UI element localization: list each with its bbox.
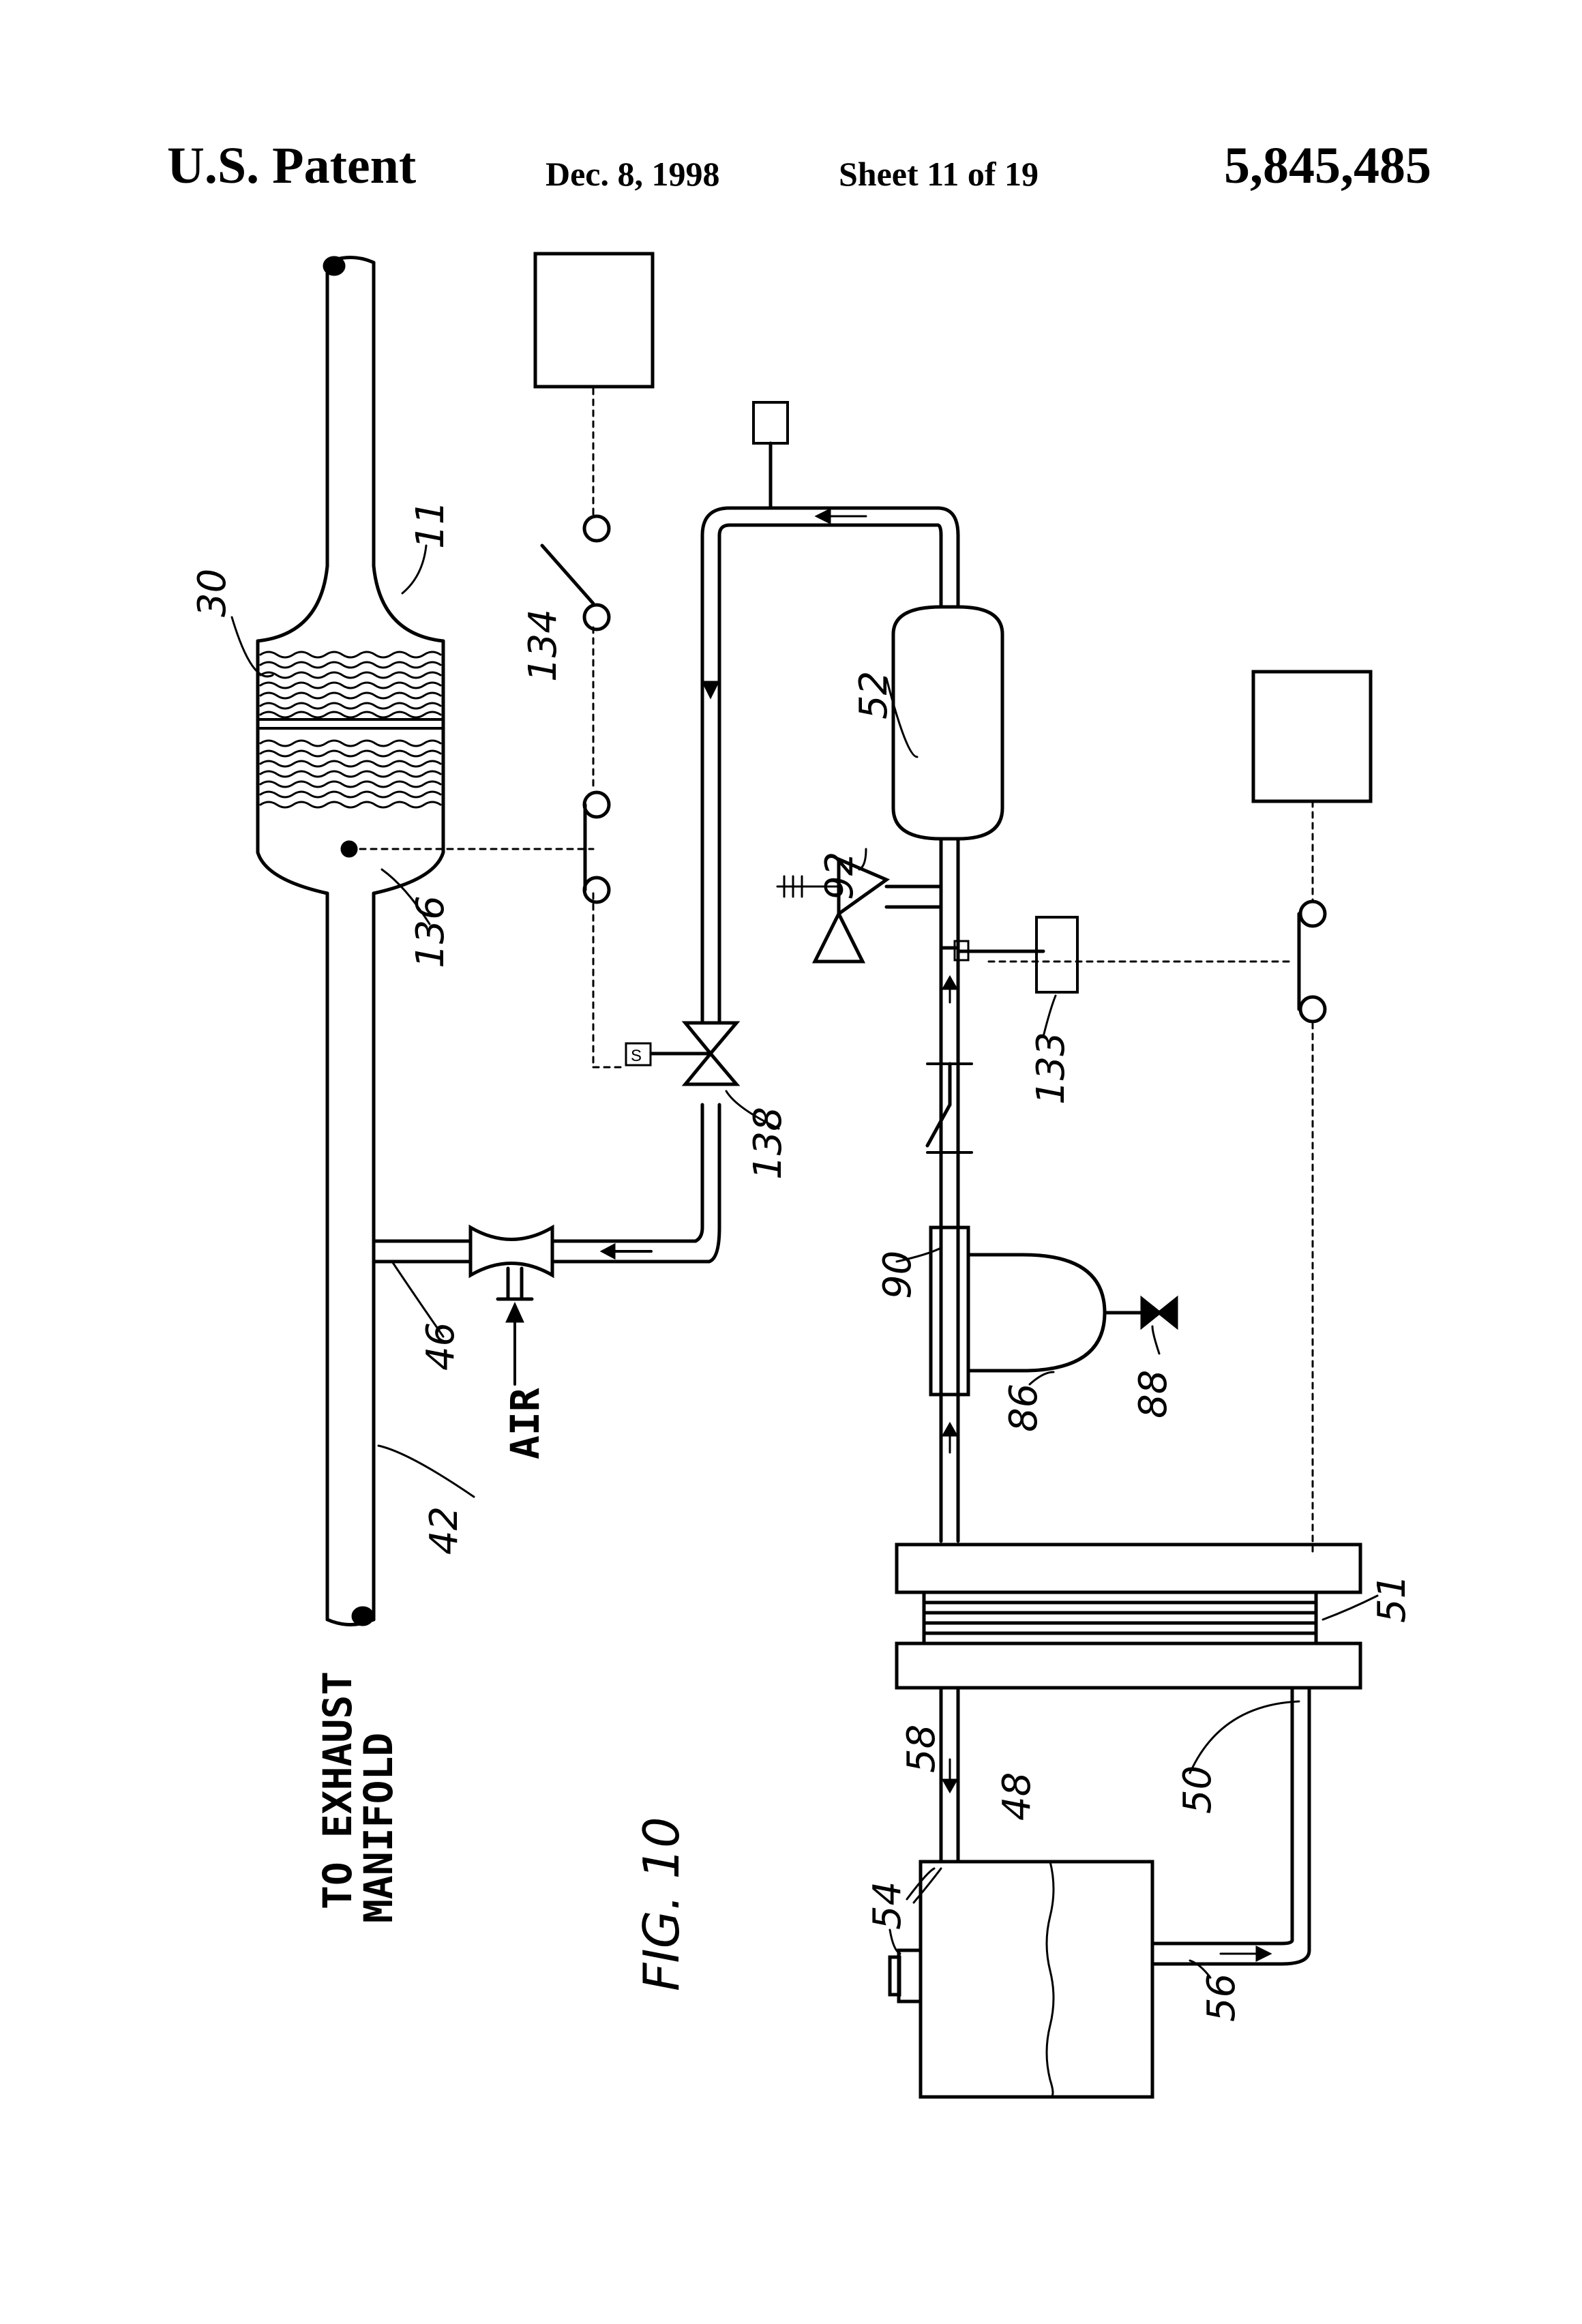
figure-caption: FIG. 10 [633, 1817, 690, 1991]
tank-48 [890, 1862, 1152, 2097]
ref-88: 88 [1131, 1370, 1176, 1418]
air-inlet-arrow [508, 1306, 522, 1384]
ref-11: 11 [408, 501, 453, 549]
controller-box-right [1253, 672, 1371, 801]
ref-86: 86 [1002, 1384, 1046, 1432]
ref-51: 51 [1370, 1575, 1414, 1623]
ref-52: 52 [852, 671, 896, 719]
supply-line-top [702, 443, 958, 1023]
solenoid-label: S [631, 1047, 642, 1065]
ref-92: 92 [818, 852, 862, 900]
ref-58: 58 [899, 1725, 944, 1773]
air-label: AIR [502, 1388, 548, 1459]
exhaust-label-line2: MANIFOLD [355, 1733, 402, 1923]
ref-90: 90 [876, 1251, 920, 1299]
ref-42: 42 [422, 1506, 466, 1555]
tank-lines [941, 1688, 1309, 1964]
ref-136: 136 [408, 895, 453, 968]
exhaust-label-line1: TO EXHAUST [314, 1671, 361, 1909]
pressure-sensor-133 [1036, 917, 1077, 992]
valve-138: S [626, 1023, 736, 1084]
pump-51 [897, 1545, 1360, 1688]
ref-133: 133 [1029, 1032, 1073, 1105]
filter-86 [931, 1227, 1176, 1395]
ref-30: 30 [190, 569, 235, 617]
air-line-46 [374, 1105, 719, 1299]
pressure-line [886, 839, 1043, 1541]
sensor-box-top [753, 402, 788, 443]
ref-138: 138 [746, 1107, 790, 1180]
relay-switch-133 [1299, 902, 1325, 1022]
controller-box-top [535, 254, 653, 387]
relay-switch-136 [584, 792, 609, 902]
ref-48: 48 [995, 1772, 1039, 1821]
ref-50: 50 [1176, 1766, 1220, 1814]
catalyst-30 [258, 652, 443, 856]
ref-56: 56 [1199, 1973, 1244, 2022]
accumulator-52 [893, 607, 1002, 839]
ref-54: 54 [865, 1881, 910, 1930]
ref-134: 134 [521, 609, 565, 682]
ref-46: 46 [419, 1322, 463, 1371]
